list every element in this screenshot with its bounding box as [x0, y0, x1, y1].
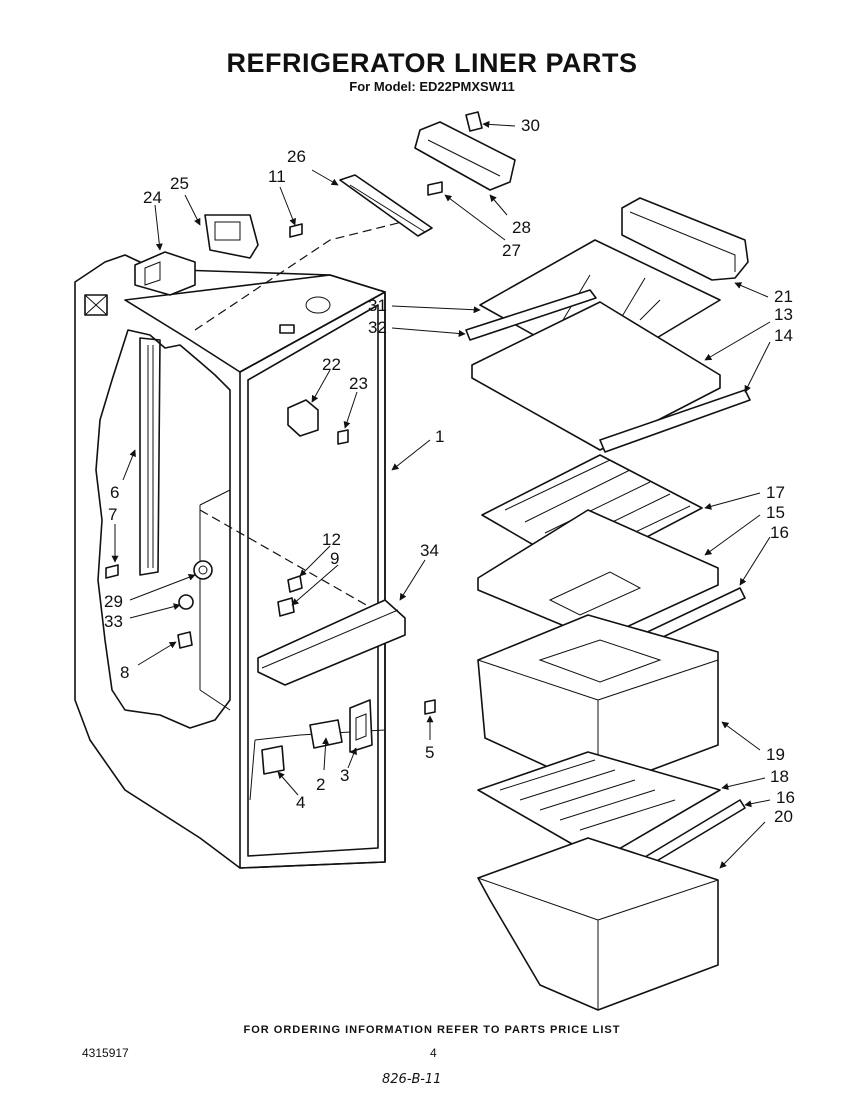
callout-26: 26	[287, 147, 306, 166]
callout-5: 5	[425, 743, 434, 762]
handwritten-note: 826-B-11	[382, 1072, 442, 1087]
upper-hinge-brackets	[134, 214, 259, 296]
callout-9: 9	[330, 549, 339, 568]
callout-8: 8	[120, 663, 129, 682]
wire-shelf	[477, 454, 746, 656]
callout-11: 11	[268, 167, 286, 186]
liner-cabinet	[74, 254, 386, 869]
callout-25: 25	[170, 174, 189, 193]
callout-20: 20	[774, 807, 793, 826]
leader-lines	[111, 120, 771, 869]
callout-18: 18	[770, 767, 789, 786]
model-subtitle: For Model: ED22PMXSW11	[349, 79, 515, 94]
callout-16-upper: 16	[770, 523, 789, 542]
callout-31: 31	[368, 296, 387, 315]
crisper-drawer-19	[477, 614, 719, 791]
callout-17: 17	[766, 483, 785, 502]
top-rail-parts	[289, 174, 443, 238]
callout-15: 15	[766, 503, 785, 522]
page-title: REFRIGERATOR LINER PARTS	[226, 48, 638, 78]
callout-28: 28	[512, 218, 531, 237]
callout-22: 22	[322, 355, 341, 374]
callout-23: 23	[349, 374, 368, 393]
callout-13: 13	[774, 305, 793, 324]
callout-32: 32	[368, 318, 387, 337]
callout-24: 24	[143, 188, 162, 207]
callout-30: 30	[521, 116, 540, 135]
document-number: 4315917	[82, 1046, 129, 1060]
door-bin-21	[621, 197, 749, 281]
crisper-cover-bracket	[414, 111, 516, 191]
callout-21: 21	[774, 287, 793, 306]
callout-6: 6	[110, 483, 119, 502]
callout-1: 1	[435, 427, 444, 446]
callout-19: 19	[766, 745, 785, 764]
callout-34: 34	[420, 541, 439, 560]
callout-27: 27	[502, 241, 521, 260]
callout-2: 2	[316, 775, 325, 794]
callout-29: 29	[104, 592, 123, 611]
page-number: 4	[430, 1046, 437, 1060]
callout-33: 33	[104, 612, 123, 631]
callout-16-lower: 16	[776, 788, 795, 807]
ordering-note: FOR ORDERING INFORMATION REFER TO PARTS …	[243, 1024, 621, 1036]
callout-labels: 30 28 27 26 11 25 24 21 31 32 13 14 22 2…	[104, 116, 795, 826]
callout-4: 4	[296, 793, 305, 812]
upper-glass-shelf	[465, 239, 751, 453]
cabinet-small-parts	[105, 399, 436, 775]
callout-12: 12	[322, 530, 341, 549]
callout-7: 7	[108, 505, 117, 524]
meat-drawer-20	[477, 837, 719, 1011]
callout-3: 3	[340, 766, 349, 785]
callout-14: 14	[774, 326, 793, 345]
